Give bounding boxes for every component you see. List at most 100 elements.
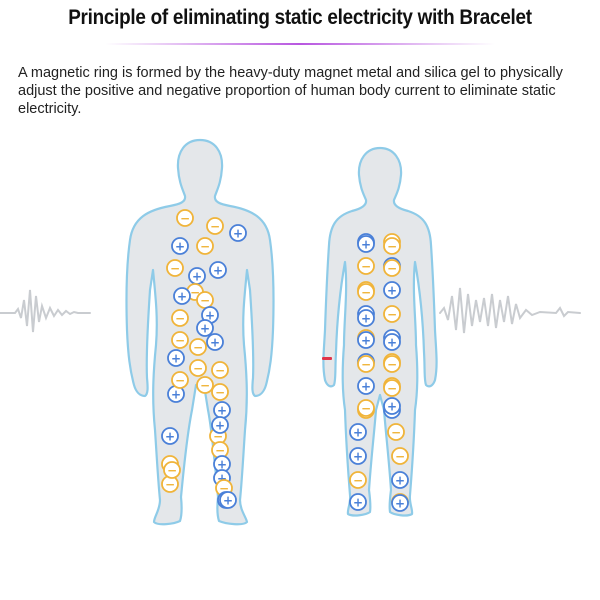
charge-ring <box>357 309 375 327</box>
minus-sign: − <box>361 357 371 371</box>
plus-sign: + <box>217 403 227 417</box>
positive-charge-female-37: + <box>391 494 409 512</box>
positive-charge-female-19: + <box>349 447 367 465</box>
negative-charge-female-36: − <box>357 355 375 373</box>
bracelet <box>322 357 332 360</box>
negative-charge-female-20: − <box>391 447 409 465</box>
charge-ring <box>171 371 189 389</box>
positive-charge-female-32: + <box>357 235 375 253</box>
negative-charge-female-18: − <box>387 423 405 441</box>
charge-ring <box>211 383 229 401</box>
plus-sign: + <box>171 351 181 365</box>
minus-sign: − <box>395 449 405 463</box>
minus-sign: − <box>361 401 371 415</box>
minus-sign: − <box>387 307 397 321</box>
charge-ring <box>209 261 227 279</box>
charge-ring <box>196 376 214 394</box>
title-underline <box>105 43 495 45</box>
charge-ring <box>349 423 367 441</box>
plus-sign: + <box>353 495 363 509</box>
minus-sign: − <box>353 473 363 487</box>
minus-sign: − <box>387 261 397 275</box>
negative-charge-male-20: − <box>211 361 229 379</box>
minus-sign: − <box>165 477 175 491</box>
negative-charge-female-27: − <box>383 379 401 397</box>
charge-ring <box>176 209 194 227</box>
negative-charge-male-1: − <box>176 209 194 227</box>
positive-charge-male-4: + <box>171 237 189 255</box>
negative-charge-male-22: − <box>211 383 229 401</box>
negative-charge-male-2: − <box>206 217 224 235</box>
minus-sign: − <box>210 219 220 233</box>
positive-charge-female-22: + <box>391 471 409 489</box>
plus-sign: + <box>387 283 397 297</box>
charge-ring <box>189 359 207 377</box>
positive-charge-male-7: + <box>188 267 206 285</box>
negative-charge-female-30: − <box>357 283 375 301</box>
charge-ring <box>189 338 207 356</box>
negative-charge-female-31: − <box>383 259 401 277</box>
positive-charge-female-17: + <box>349 423 367 441</box>
minus-sign: − <box>200 378 210 392</box>
negative-charge-female-26: − <box>357 399 375 417</box>
plus-sign: + <box>205 308 215 322</box>
charge-ring <box>357 257 375 275</box>
charge-ring <box>357 377 375 395</box>
charge-ring <box>211 361 229 379</box>
charge-ring <box>206 217 224 235</box>
charge-ring <box>229 224 247 242</box>
plus-sign: + <box>177 289 187 303</box>
negative-charge-female-35: − <box>383 355 401 373</box>
charge-ring <box>196 319 214 337</box>
minus-sign: − <box>193 340 203 354</box>
plus-sign: + <box>215 418 225 432</box>
negative-charge-male-5: − <box>196 237 214 255</box>
charge-ring <box>357 283 375 301</box>
negative-charge-male-16: − <box>189 338 207 356</box>
charge-ring <box>357 399 375 417</box>
charge-ring <box>206 333 224 351</box>
minus-sign: − <box>170 261 180 275</box>
positive-charge-male-37: + <box>219 491 237 509</box>
charge-ring <box>161 427 179 445</box>
charge-ring <box>383 237 401 255</box>
plus-sign: + <box>395 496 405 510</box>
minus-sign: − <box>361 259 371 273</box>
plus-sign: + <box>217 471 227 485</box>
charge-ring <box>357 355 375 373</box>
charge-ring <box>219 491 237 509</box>
charge-ring <box>349 471 367 489</box>
minus-sign: − <box>180 211 190 225</box>
negative-charge-male-35: − <box>171 371 189 389</box>
right-signal-wave <box>439 287 581 334</box>
plus-sign: + <box>361 311 371 325</box>
minus-sign: − <box>213 429 223 443</box>
charge-ring <box>383 397 401 415</box>
minus-sign: − <box>387 381 397 395</box>
plus-sign: + <box>353 449 363 463</box>
negative-charge-female-3: − <box>357 257 375 275</box>
positive-charge-male-14: + <box>196 319 214 337</box>
positive-charge-male-25: + <box>161 427 179 445</box>
charge-ring <box>391 447 409 465</box>
positive-charge-female-23: + <box>349 493 367 511</box>
negative-charge-female-8: − <box>383 305 401 323</box>
charge-ring <box>211 416 229 434</box>
left-signal-wave <box>0 289 91 333</box>
negative-charge-female-33: − <box>383 237 401 255</box>
charge-ring <box>349 447 367 465</box>
charge-ring <box>387 423 405 441</box>
page-title: Principle of eliminating static electric… <box>68 6 532 29</box>
plus-sign: + <box>387 399 397 413</box>
plus-sign: + <box>223 493 233 507</box>
positive-charge-female-29: + <box>383 333 401 351</box>
positive-charge-male-3: + <box>229 224 247 242</box>
charge-ring <box>166 259 184 277</box>
positive-charge-male-8: + <box>209 261 227 279</box>
positive-charge-female-34: + <box>357 331 375 349</box>
plus-sign: + <box>361 237 371 251</box>
charge-ring <box>383 281 401 299</box>
plus-sign: + <box>387 335 397 349</box>
minus-sign: − <box>219 481 229 495</box>
plus-sign: + <box>175 239 185 253</box>
